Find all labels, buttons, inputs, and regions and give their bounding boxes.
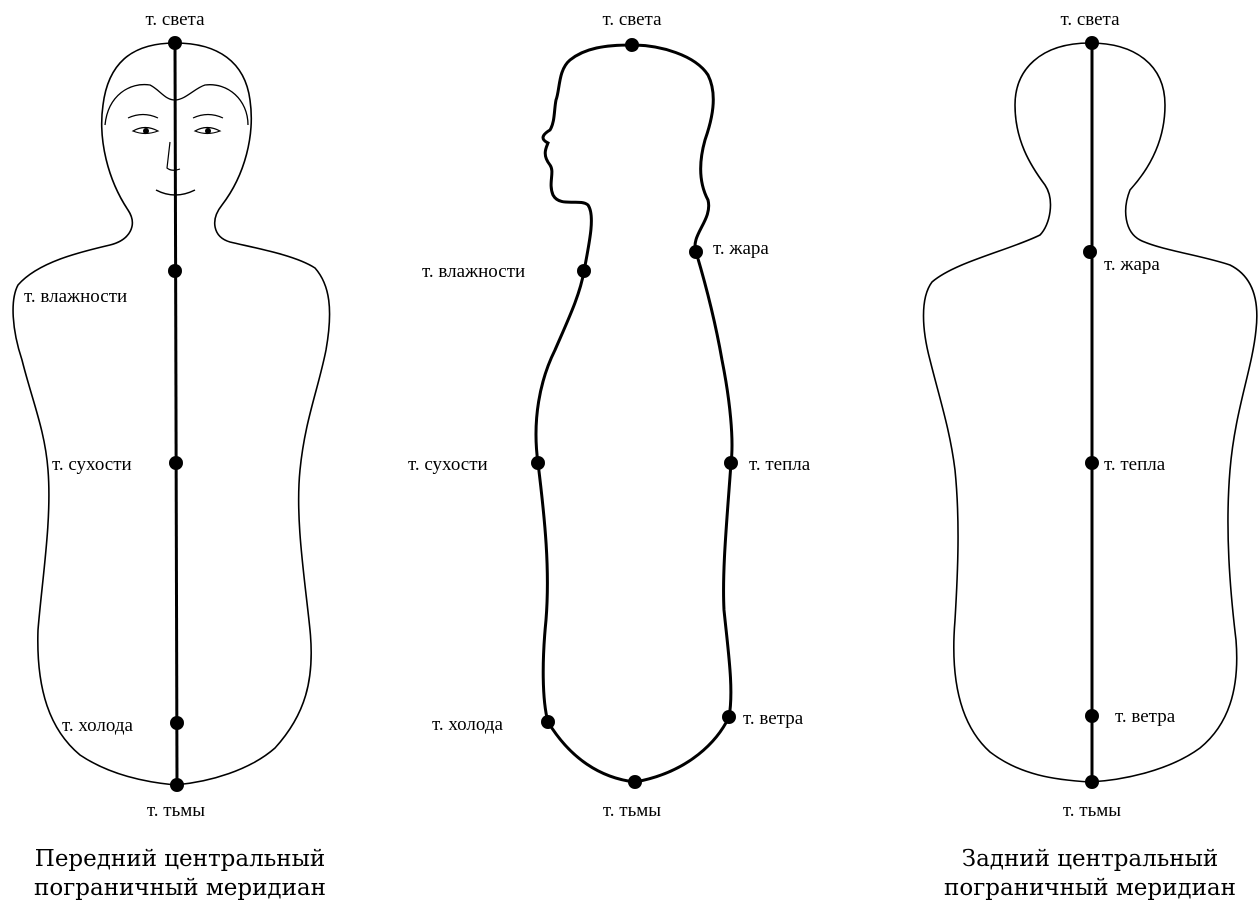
front-point-humidity: [168, 264, 182, 278]
back-point-bottom: [1085, 775, 1099, 789]
back-point-warmth: [1085, 456, 1099, 470]
back-caption-line2: пограничный меридиан: [920, 874, 1260, 903]
side-point-bottom: [628, 775, 642, 789]
front-meridian-line: [175, 43, 177, 785]
side-label-heat: т. жара: [713, 238, 769, 259]
front-label-bottom: т. тьмы: [147, 800, 205, 821]
side-label-warmth: т. тепла: [749, 454, 811, 475]
back-label-warmth: т. тепла: [1104, 454, 1166, 475]
front-brow-left: [128, 115, 158, 119]
side-point-cold: [541, 715, 555, 729]
front-brow-right: [193, 115, 223, 119]
front-caption-line2: пограничный меридиан: [20, 874, 340, 903]
back-point-top: [1085, 36, 1099, 50]
side-point-top: [625, 38, 639, 52]
side-label-bottom: т. тьмы: [603, 800, 661, 821]
back-body-outline: [924, 43, 1257, 782]
side-figure: т. света т. жара т. влажности т. сухости…: [408, 9, 811, 821]
front-point-top: [168, 36, 182, 50]
back-point-heat: [1083, 245, 1097, 259]
side-label-top: т. света: [602, 9, 662, 30]
back-label-top: т. света: [1060, 9, 1120, 30]
side-label-cold: т. холода: [432, 714, 504, 735]
side-point-humidity: [577, 264, 591, 278]
side-point-warmth: [724, 456, 738, 470]
front-label-dryness: т. сухости: [52, 454, 132, 475]
side-point-heat: [689, 245, 703, 259]
back-caption: Задний центральный пограничный меридиан: [920, 845, 1260, 903]
front-figure: т. света т. влажности т. сухости т. холо…: [13, 9, 330, 821]
front-nose: [167, 142, 180, 170]
side-label-wind: т. ветра: [743, 708, 804, 729]
back-caption-line1: Задний центральный: [920, 845, 1260, 874]
front-label-cold: т. холода: [62, 715, 134, 736]
side-point-dryness: [531, 456, 545, 470]
side-point-wind: [722, 710, 736, 724]
front-pupil-left: [143, 128, 149, 134]
back-point-wind: [1085, 709, 1099, 723]
side-body-outline: [536, 45, 732, 782]
back-label-heat: т. жара: [1104, 254, 1160, 275]
front-point-cold: [170, 716, 184, 730]
front-label-top: т. света: [145, 9, 205, 30]
back-figure: т. света т. жара т. тепла т. ветра т. ть…: [924, 9, 1257, 821]
front-point-bottom: [170, 778, 184, 792]
back-label-wind: т. ветра: [1115, 706, 1176, 727]
side-label-humidity: т. влажности: [422, 261, 525, 282]
front-caption: Передний центральный пограничный меридиа…: [20, 845, 340, 903]
front-point-dryness: [169, 456, 183, 470]
front-body-outline: [13, 43, 330, 785]
front-caption-line1: Передний центральный: [20, 845, 340, 874]
front-pupil-right: [205, 128, 211, 134]
back-label-bottom: т. тьмы: [1063, 800, 1121, 821]
front-label-humidity: т. влажности: [24, 286, 127, 307]
side-label-dryness: т. сухости: [408, 454, 488, 475]
